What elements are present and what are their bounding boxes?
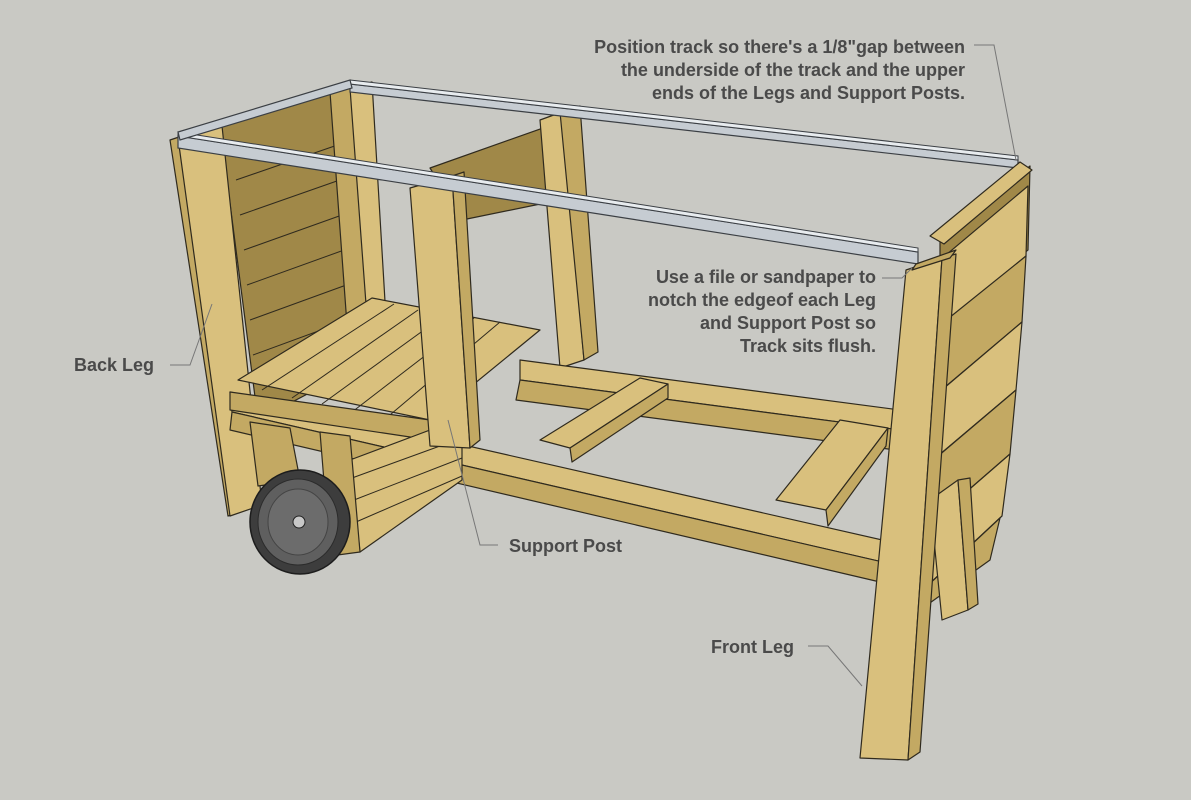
callout-notch-line-2: notch the edgeof each Leg: [647, 290, 876, 310]
front-end-panel: [859, 161, 1033, 761]
track-gap-leader: [974, 44, 1017, 161]
callout-front-leg: Front Leg: [711, 637, 794, 657]
callout-back-leg: Back Leg: [74, 355, 155, 375]
leader-lines: [170, 44, 1017, 687]
callout-track-gap-line-2: the underside of the track and the upper: [620, 60, 965, 80]
callout-notch-line-1: Use a file or sandpaper to: [655, 267, 876, 287]
notch-leader: [882, 267, 913, 279]
callout-support-post: Support Post: [509, 536, 622, 556]
callout-notch: Use a file or sandpaper to notch the edg…: [610, 266, 876, 358]
callout-track-gap-line-1: Position track so there's a 1/8"gap betw…: [594, 37, 965, 57]
front-support-post: [409, 171, 481, 449]
callout-track-gap: Position track so there's a 1/8"gap betw…: [560, 36, 965, 105]
callout-notch-line-4: Track sits flush.: [739, 336, 876, 356]
callout-track-gap-line-3: ends of the Legs and Support Posts.: [651, 83, 965, 103]
wheel: [249, 469, 351, 575]
support-post-leader: [447, 419, 498, 546]
track: [177, 79, 1019, 265]
front-leg-leader: [808, 645, 863, 687]
callout-notch-line-3: and Support Post so: [699, 313, 876, 333]
back-leg-leader: [170, 303, 213, 366]
